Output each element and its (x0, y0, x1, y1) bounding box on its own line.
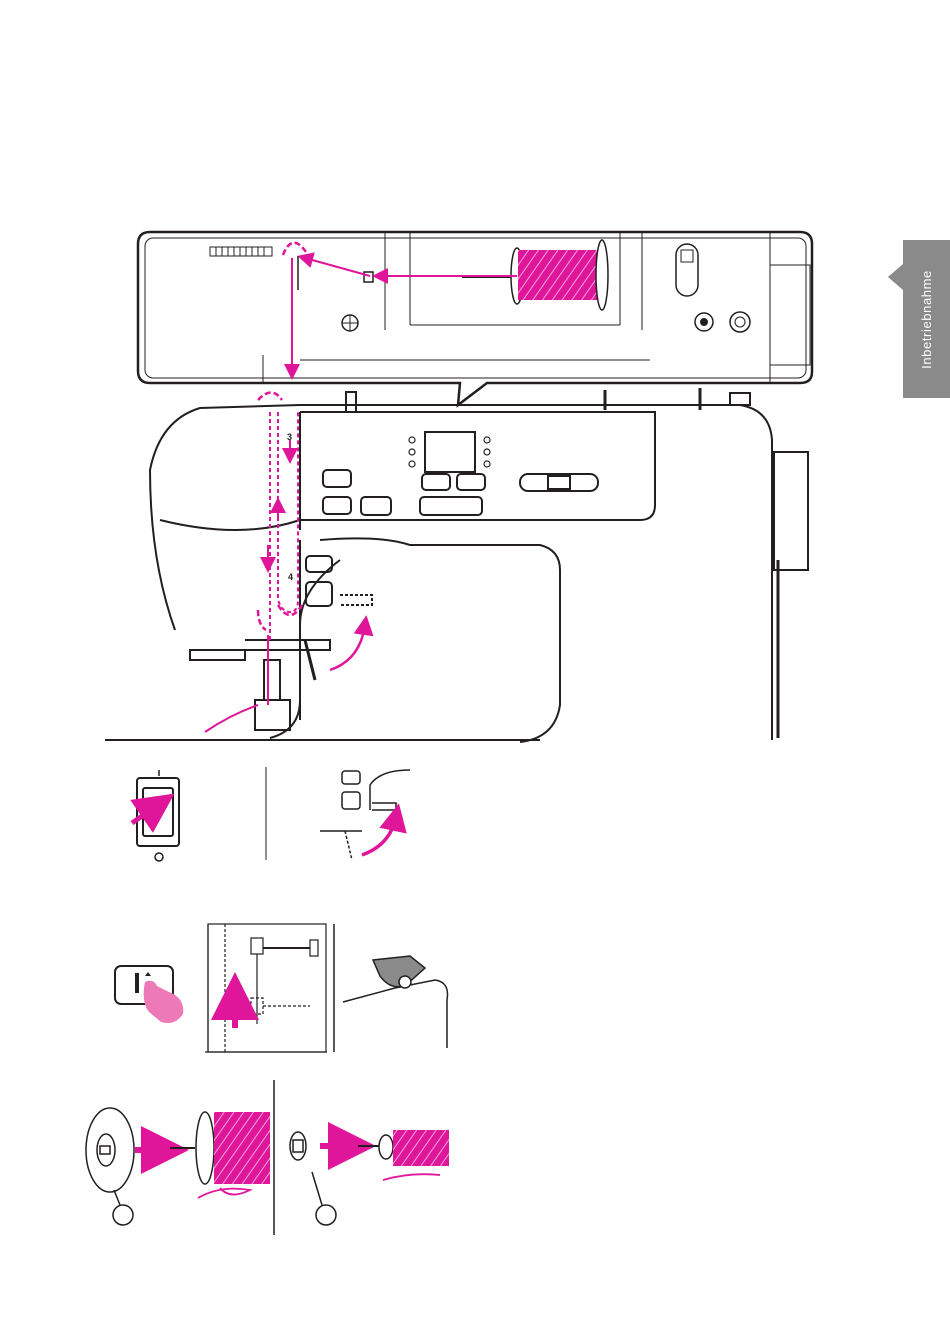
step-row-2 (105, 920, 450, 1060)
finger-press-icon (144, 981, 184, 1023)
guide-number-3: 3 (287, 432, 292, 442)
machine-front (105, 388, 808, 742)
step-row-1 (100, 765, 430, 875)
guide-number-4: 4 (288, 572, 293, 582)
top-view-panel (138, 232, 812, 405)
spool-cap-large-icon (86, 1108, 134, 1225)
spool-icon (379, 1130, 449, 1166)
threading-diagram: 3 4 (0, 0, 950, 760)
presser-foot-lever-icon (320, 770, 410, 860)
thread-take-up-icon (343, 956, 448, 1048)
spool-icon (511, 240, 608, 310)
spool-icon (196, 1112, 270, 1184)
step-row-3 (80, 1080, 455, 1240)
